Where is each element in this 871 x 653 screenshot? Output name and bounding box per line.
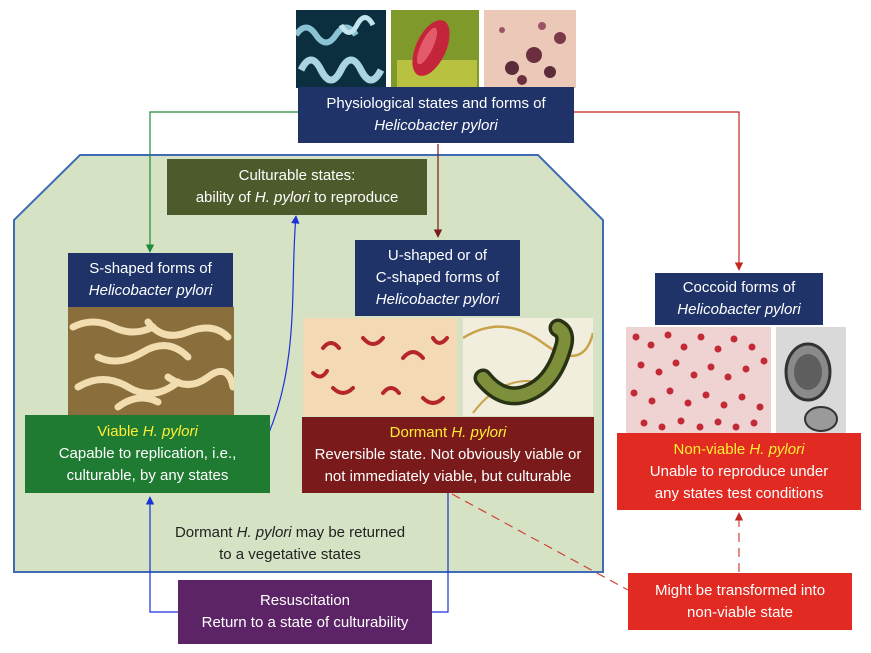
- micrograph-coccoid-stained: [626, 327, 771, 433]
- s-shaped-line1: S-shaped forms of: [89, 260, 212, 277]
- coccoid-forms-box: Coccoid forms of Helicobacter pylori: [655, 273, 823, 325]
- header-physiological-states-box: Physiological states and forms of Helico…: [298, 87, 574, 143]
- u-shaped-line2: C-shaped forms of: [375, 269, 500, 286]
- s-shaped-forms-box: S-shaped forms of Helicobacter pylori: [68, 253, 233, 307]
- micrograph-spiral-bacteria: [296, 10, 386, 88]
- nonviable-title: Non-viable H. pylori: [673, 440, 805, 458]
- culturable-states-box: Culturable states: ability of H. pylori …: [167, 159, 427, 215]
- dormant-line2: not immediately viable, but culturable: [324, 468, 572, 485]
- micrograph-s-shaped-bacteria: [68, 307, 234, 415]
- header-line2: Helicobacter pylori: [374, 117, 498, 134]
- arrow-header-to-coccoid: [574, 111, 744, 271]
- arrow-viable-to-culturable: [267, 215, 300, 436]
- note-line2: to a vegetative states: [219, 546, 361, 563]
- viable-line1: Capable to replication, i.e.,: [58, 445, 237, 462]
- micrograph-rod-bacterium: [391, 10, 479, 88]
- resuscitation-box: Resuscitation Return to a state of cultu…: [178, 580, 432, 644]
- transform-box: Might be transformed into non-viable sta…: [628, 573, 852, 630]
- resuscitation-line1: Resuscitation: [259, 592, 351, 609]
- note-line1: Dormant H. pylori may be returned: [174, 524, 406, 541]
- u-shaped-line1: U-shaped or of: [387, 247, 488, 264]
- u-shaped-line3: Helicobacter pylori: [375, 291, 500, 308]
- culturable-line2: ability of H. pylori to reproduce: [195, 189, 399, 206]
- arrow-header-to-s-shaped: [145, 111, 298, 253]
- header-line1: Physiological states and forms of: [326, 95, 546, 112]
- dashed-line-dormant-to-transform: [451, 493, 629, 591]
- dormant-line1: Reversible state. Not obviously viable o…: [314, 446, 582, 463]
- transform-line2: non-viable state: [687, 603, 793, 621]
- resuscitation-line2: Return to a state of culturability: [201, 614, 409, 631]
- micrograph-coccoid-cells: [484, 10, 576, 88]
- dormant-title: Dormant H. pylori: [389, 424, 507, 441]
- dormant-return-note: Dormant H. pylori may be returned to a v…: [150, 522, 430, 566]
- s-shaped-line2: Helicobacter pylori: [88, 282, 213, 299]
- arrow-resuscitation-to-viable: [145, 496, 178, 613]
- transform-line1: Might be transformed into: [654, 581, 826, 599]
- dormant-state-box: Dormant H. pylori Reversible state. Not …: [302, 417, 594, 493]
- coccoid-line1: Coccoid forms of: [682, 279, 796, 296]
- nonviable-line1: Unable to reproduce under: [649, 462, 829, 480]
- viable-title: Viable H. pylori: [97, 423, 198, 440]
- nonviable-state-box: Non-viable H. pylori Unable to reproduce…: [617, 433, 861, 510]
- micrograph-coccoid-electron: [776, 327, 846, 433]
- culturable-line1: Culturable states:: [238, 167, 356, 184]
- u-shaped-forms-box: U-shaped or of C-shaped forms of Helicob…: [355, 240, 520, 316]
- coccoid-line2: Helicobacter pylori: [677, 301, 801, 318]
- micrograph-u-shaped-stained: [303, 318, 457, 416]
- arrow-dormant-to-resuscitation: [432, 493, 449, 613]
- viable-line2: culturable, by any states: [66, 467, 229, 484]
- viable-state-box: Viable H. pylori Capable to replication,…: [25, 415, 270, 493]
- micrograph-c-shaped-bacterium: [463, 318, 593, 416]
- nonviable-line2: any states test conditions: [654, 484, 824, 502]
